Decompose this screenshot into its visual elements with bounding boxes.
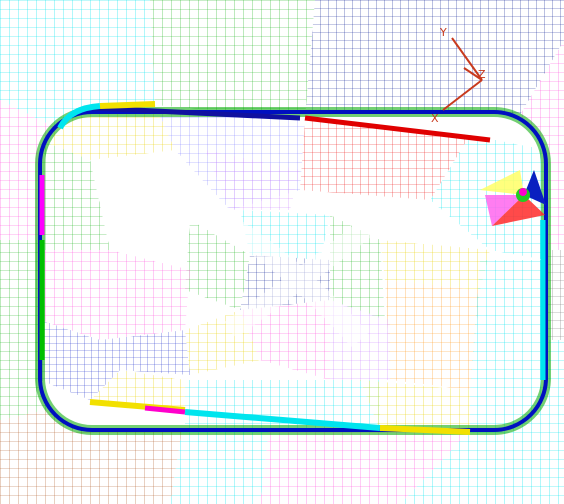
- axis-triad[interactable]: Y Z X: [431, 26, 486, 125]
- triad-y-axis: [451, 37, 483, 81]
- outer-block-top-left: [0, 0, 155, 130]
- inner-block-top-violet: [205, 150, 300, 210]
- triad-z-label: Z: [478, 68, 486, 81]
- outer-block-top-center: [150, 0, 315, 118]
- probe-fan-yellow: [480, 170, 524, 195]
- triad-y-label: Y: [439, 26, 447, 39]
- probe-fan-red: [492, 195, 545, 226]
- outer-block-top-right: [305, 0, 564, 140]
- band-diagonal-1: [195, 200, 369, 348]
- probe-marker-magenta: [519, 188, 527, 196]
- inner-block-center-green: [185, 220, 250, 310]
- inner-block-right-yellow: [380, 240, 490, 290]
- outer-block-bottom-right: [260, 420, 470, 504]
- outer-block-left-lower: [0, 240, 90, 420]
- wall-bottom-right-yellow-segment: [379, 425, 471, 435]
- inner-block-left-pink: [40, 250, 190, 340]
- inner-block-right-lower-cyan: [470, 260, 546, 430]
- wall-boundary: [35, 101, 551, 435]
- inner-block-bottom-left-blue: [100, 330, 190, 375]
- wall-top-segment: [91, 105, 301, 121]
- wall-top-red-segment: [304, 115, 491, 143]
- triad-x-axis: [442, 79, 483, 111]
- wall-bottom-magenta-segment: [144, 405, 186, 415]
- inner-block-bottom-pink: [240, 300, 330, 380]
- inner-block-right-orange: [385, 280, 480, 390]
- inner-block-left-green: [40, 140, 110, 250]
- wall-bottom-cyan-segment: [184, 409, 381, 431]
- probe-fan: [480, 170, 546, 226]
- inner-block-bottom-yellow: [90, 370, 185, 410]
- triad-x-label: X: [431, 112, 439, 125]
- probe-fan-magenta: [485, 195, 524, 226]
- wall-top-left-cyan-segment: [57, 103, 101, 130]
- triad-z-axis: [463, 67, 483, 81]
- band-diagonal-2: [224, 217, 377, 339]
- inner-block-top-red: [300, 118, 470, 200]
- inner-block-bottom-yellow-right: [360, 380, 470, 430]
- cross-bands: [195, 200, 377, 348]
- wall-top-left-yellow-segment: [99, 101, 156, 109]
